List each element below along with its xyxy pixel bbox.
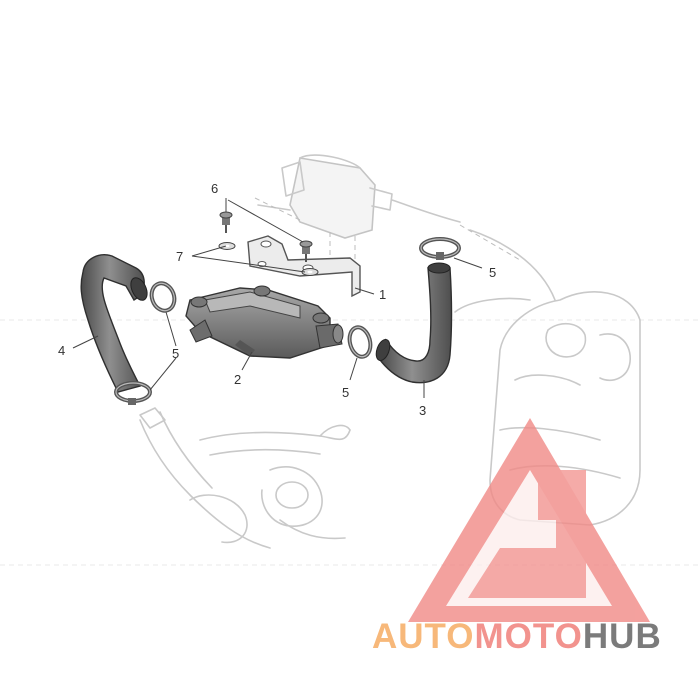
part-screws	[219, 211, 313, 262]
part-clamps	[114, 237, 461, 405]
callout-6: 6	[211, 181, 218, 196]
callout-5-top-right: 5	[489, 265, 496, 280]
watermark-hub: HUB	[583, 617, 662, 656]
part-washers	[218, 242, 319, 276]
clamp-bottom-left	[114, 381, 152, 405]
callout-2: 2	[234, 372, 241, 387]
callout-4: 4	[58, 343, 65, 358]
part-hose-left	[80, 254, 148, 393]
ghost-ignition-coil	[254, 154, 461, 268]
svg-text:AUTOMOTOHUB: AUTOMOTOHUB	[372, 617, 662, 656]
part-hose-right	[375, 262, 453, 384]
clamp-top-right	[419, 237, 461, 260]
part-valve-body	[185, 285, 344, 359]
callout-7: 7	[176, 249, 183, 264]
watermark-auto: AUTO	[372, 617, 475, 656]
ghost-exhaust-manifold	[139, 407, 351, 549]
callout-5-mid-left: 5	[172, 346, 179, 361]
callout-1: 1	[379, 287, 386, 302]
part-bracket	[247, 235, 361, 298]
clamp-mid-right	[347, 325, 373, 359]
watermark-logo	[408, 418, 650, 622]
watermark-text: AUTOMOTOHUB	[372, 617, 662, 656]
callout-3: 3	[419, 403, 426, 418]
clamp-mid-left	[149, 281, 177, 313]
watermark-moto: MOTO	[475, 617, 583, 656]
callout-labels: 6 7 1 2 5 5 5 4 3	[58, 181, 496, 418]
leader-lines	[72, 198, 483, 398]
callout-5-mid-right: 5	[342, 385, 349, 400]
